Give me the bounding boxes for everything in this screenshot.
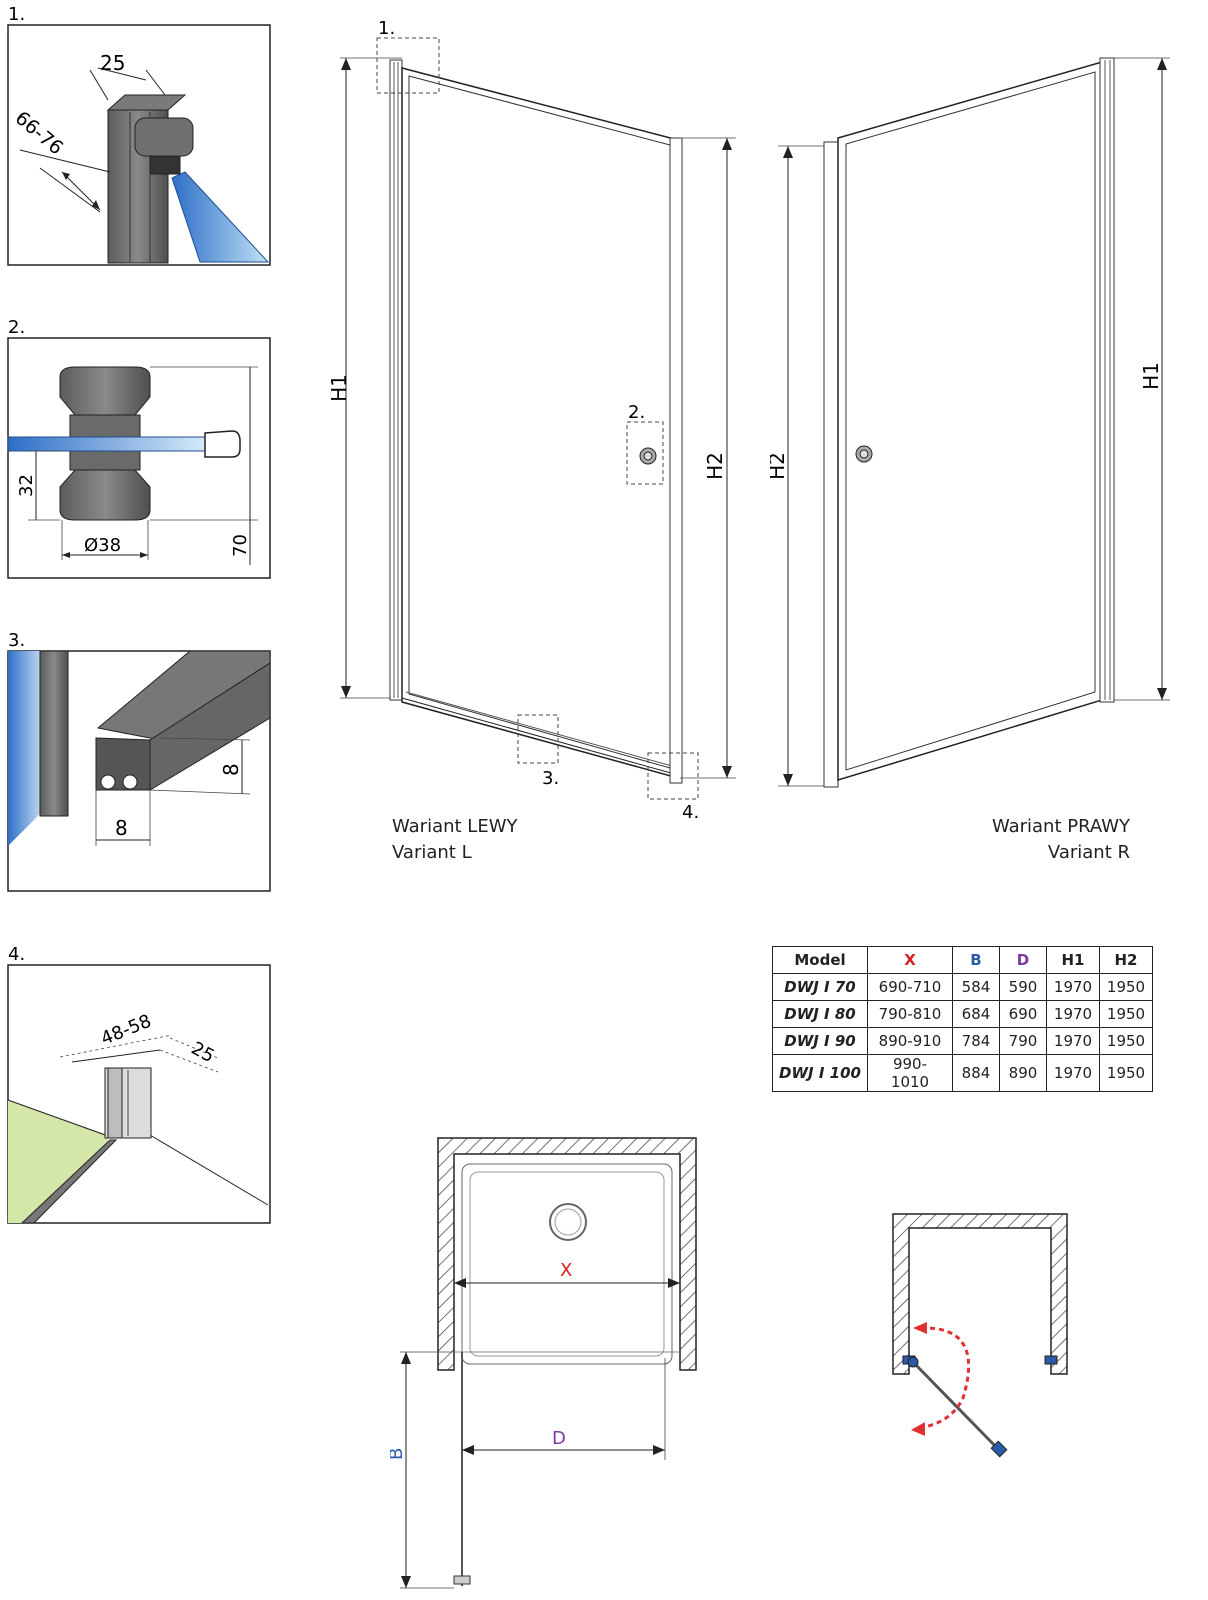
header-x: X [867, 946, 953, 974]
door-variant-right: H2 H1 [770, 57, 1170, 788]
table-header-row: Model X B D H1 H2 [772, 946, 1153, 974]
caption-right-line2: Variant R [1047, 842, 1130, 863]
dim-8-width: 8 [115, 816, 128, 840]
floor-area [8, 1100, 108, 1223]
side-profile [39, 650, 69, 817]
seal-side [149, 662, 271, 791]
dim-b: B [390, 1448, 407, 1460]
header-d: D [999, 946, 1047, 974]
wall-profile-right [1099, 57, 1115, 703]
hinge-cap [134, 117, 194, 157]
header-model: Model [772, 946, 868, 974]
caption-left-line1: Wariant LEWY [392, 816, 518, 837]
caption-right-line1: Wariant PRAWY [991, 816, 1130, 837]
header-h1: H1 [1046, 946, 1100, 974]
knob-top [59, 366, 151, 416]
plan-view: X B D [390, 1137, 697, 1589]
spec-table: Model X B D H1 H2 DWJ I 70 690-710 584 5… [772, 946, 1153, 1092]
swing-diagram [892, 1213, 1068, 1458]
dim-32: 32 [16, 474, 37, 497]
profile-top [106, 94, 187, 111]
header-b: B [952, 946, 1000, 974]
table-row: DWJ I 70 690-710 584 590 1970 1950 [772, 973, 1153, 1001]
callout-1: 1. [378, 18, 395, 39]
detail-4: 4. 48-58 25 [7, 944, 271, 1224]
glass-edge [8, 651, 48, 846]
dim-h2-right: H2 [770, 452, 789, 480]
door-edge-profile-left [669, 137, 683, 784]
door-variant-left: H1 1. 2. 3. 4. [327, 18, 699, 820]
detail-4-label: 4. [8, 944, 25, 965]
door-edge-profile-right [823, 141, 839, 788]
seal-top [96, 650, 271, 741]
callout-box-3 [517, 714, 559, 764]
callout-box-1 [376, 37, 440, 94]
detail-1-label: 1. [8, 4, 25, 25]
swing-walls [892, 1213, 1068, 1375]
floor-strip [20, 1139, 118, 1224]
dim-h2-left: H2 [703, 452, 727, 480]
shower-tray [461, 1163, 673, 1365]
table-row: DWJ I 90 890-910 784 790 1970 1950 [772, 1027, 1153, 1055]
dim-h1-left: H1 [327, 374, 351, 402]
glass-clip [204, 430, 241, 458]
callout-2: 2. [628, 402, 645, 423]
dim-d: D [552, 1428, 566, 1449]
callout-4: 4. [682, 802, 699, 820]
glass-bar [7, 436, 214, 452]
knob-bottom [59, 469, 151, 521]
dim-8-height: 8 [219, 763, 243, 776]
table-row: DWJ I 80 790-810 684 690 1970 1950 [772, 1000, 1153, 1028]
detail-3: 3. 8 8 [7, 630, 271, 892]
detail-1: 1. 25 66-76 [7, 4, 271, 266]
glass-panel [171, 171, 270, 263]
dim-25: 25 [100, 51, 125, 75]
detail-2-label: 2. [8, 317, 25, 338]
dim-diameter-38: Ø38 [84, 535, 121, 556]
table-row: DWJ I 100 990-1010 884 890 1970 1950 [772, 1054, 1153, 1092]
caption-left-line2: Variant L [392, 842, 472, 863]
callout-box-4 [647, 752, 699, 800]
callout-3: 3. [542, 768, 559, 789]
plan-walls [437, 1137, 697, 1371]
caption-variant-left: Wariant LEWY Variant L [392, 814, 518, 866]
wall-profile-left [389, 59, 403, 701]
door-panel-left [401, 67, 679, 779]
header-h2: H2 [1099, 946, 1153, 974]
dim-h1-right: H1 [1139, 362, 1163, 390]
dim-70: 70 [230, 534, 251, 557]
door-leaf-open [911, 1360, 1003, 1454]
detail-3-label: 3. [8, 630, 25, 651]
dim-x: X [560, 1260, 572, 1281]
door-variant-left-h2: H2 [680, 137, 736, 779]
door-panel-right [837, 61, 1103, 782]
caption-variant-right: Wariant PRAWY Variant R [930, 814, 1130, 866]
swing-arrow [918, 1326, 971, 1430]
detail-2: 2. 70 32 Ø38 [7, 317, 271, 579]
callout-box-2 [626, 421, 664, 485]
